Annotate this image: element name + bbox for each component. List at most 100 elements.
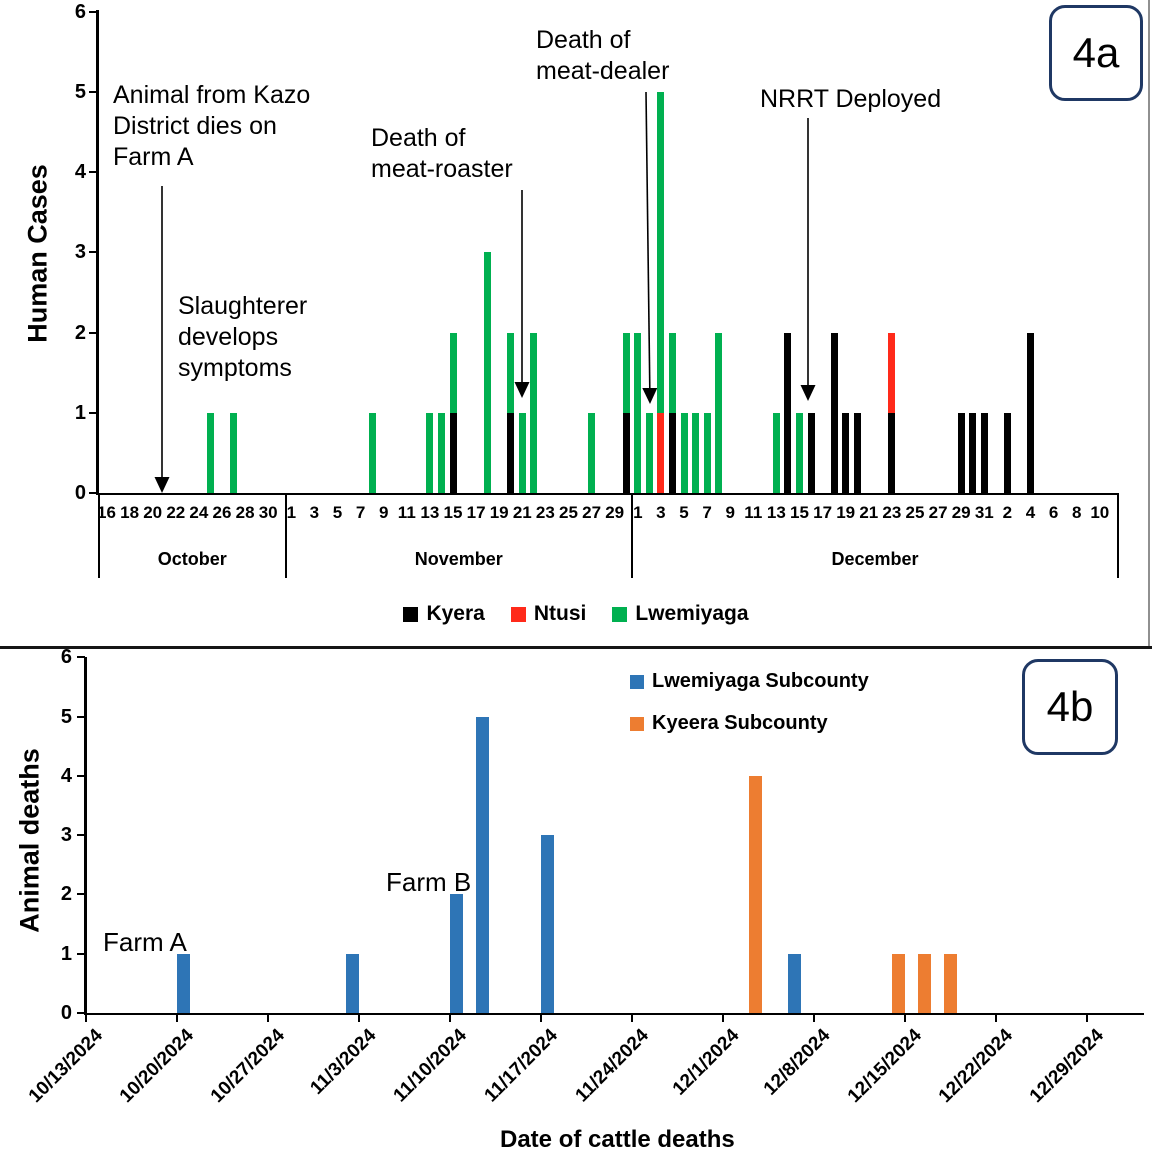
y-tick-mark <box>77 1012 85 1014</box>
x-axis-title-b: Date of cattle deaths <box>500 1126 735 1152</box>
bar-segment-kyera <box>969 412 977 493</box>
legend-label: Lwemiyaga Subcounty <box>652 670 869 692</box>
bar-segment-lwemiyaga <box>622 332 630 413</box>
bar-segment-kyera <box>888 412 896 493</box>
y-tick-mark <box>77 893 85 896</box>
panel-label-4b: 4b <box>1022 659 1118 755</box>
x-tick-label: 8 <box>1071 503 1082 522</box>
y-tick-mark <box>89 492 97 494</box>
bar-segment-lwemiyaga <box>657 92 665 413</box>
bar-segment-kyera <box>622 412 630 493</box>
y-tick-label: 3 <box>74 241 86 264</box>
x-tick-label: 20 <box>143 503 163 522</box>
y-tick-mark <box>89 331 97 334</box>
x-tick-label: 13 <box>420 503 440 522</box>
x-tick-mark <box>904 1013 906 1022</box>
legend-item-kyeera: Kyeera Subcounty <box>630 712 828 735</box>
x-tick-label: 13 <box>766 503 786 522</box>
bar-lwemiyaga-subcounty <box>177 953 190 1013</box>
x-tick-label: 12/1/2024 <box>669 1025 744 1100</box>
x-tick-label: 18 <box>120 503 140 522</box>
bar-lwemiyaga-subcounty <box>476 716 489 1013</box>
bar-segment-lwemiyaga <box>772 412 780 493</box>
y-tick-label: 2 <box>74 321 86 344</box>
month-separator <box>631 494 634 578</box>
legend-label: Kyeera Subcounty <box>652 712 828 734</box>
x-tick-label: 10/13/2024 <box>24 1025 107 1108</box>
x-axis-line <box>96 493 1119 495</box>
x-tick-label: 9 <box>378 503 389 522</box>
bar-segment-lwemiyaga <box>449 332 457 413</box>
legend-label: Lwemiyaga <box>635 602 749 625</box>
x-tick-label: 19 <box>489 503 509 522</box>
bar-segment-lwemiyaga <box>634 332 642 493</box>
x-tick-label: 31 <box>974 503 994 522</box>
arrowhead <box>800 385 816 401</box>
bar-kyeera-subcounty <box>944 953 957 1013</box>
bar-segment-lwemiyaga <box>588 412 596 493</box>
panel-right-edge <box>1148 0 1150 646</box>
y-tick-label: 5 <box>74 81 86 104</box>
bar-segment-lwemiyaga <box>645 412 653 493</box>
bar-segment-kyera <box>449 412 457 493</box>
x-tick-mark <box>813 1013 815 1022</box>
x-tick-label: 28 <box>235 503 255 522</box>
x-tick-label: 27 <box>582 503 602 522</box>
bar-segment-lwemiyaga <box>368 412 376 493</box>
legend-label: Kyera <box>426 602 485 625</box>
y-tick-mark <box>89 411 97 414</box>
y-tick-label: 0 <box>74 482 86 504</box>
x-tick-label: 22 <box>166 503 186 522</box>
x-tick-label: 1 <box>286 503 297 522</box>
arrow-shaft <box>645 91 651 389</box>
bar-segment-ntusi <box>888 332 896 413</box>
bar-kyeera-subcounty <box>892 953 905 1013</box>
month-separator <box>284 494 287 578</box>
x-tick-label: 9 <box>725 503 735 522</box>
annotation-slaughterer: Slaughterer develops symptoms <box>178 292 308 382</box>
y-tick-label: 4 <box>74 161 86 184</box>
bar-segment-kyera <box>830 332 838 493</box>
legend-entry: Lwemiyaga Subcounty <box>630 670 869 693</box>
y-axis-line-b <box>84 657 87 1015</box>
y-tick-mark <box>89 10 97 13</box>
y-tick-mark <box>77 952 85 955</box>
x-tick-label: 2 <box>1002 503 1013 522</box>
legend-item-lwemiyaga: Lwemiyaga Subcounty <box>630 670 869 693</box>
bar-segment-lwemiyaga <box>437 412 445 493</box>
bar-segment-kyera <box>842 412 850 493</box>
x-tick-mark <box>85 1013 87 1022</box>
y-axis-title-animal-deaths: Animal deaths <box>14 748 45 933</box>
x-tick-mark <box>631 1013 633 1022</box>
legend-item-ntusi: Ntusi <box>510 602 586 626</box>
x-tick-label: 15 <box>443 503 463 522</box>
y-tick-label: 5 <box>60 705 72 728</box>
month-separator <box>98 494 100 578</box>
x-tick-label: 11 <box>744 503 763 522</box>
x-tick-label: 6 <box>1048 503 1059 522</box>
bar-segment-kyera <box>784 332 792 493</box>
x-tick-label: 11 <box>397 503 416 522</box>
bar-segment-lwemiyaga <box>518 412 526 493</box>
bar-segment-kyera <box>807 412 815 493</box>
bar-segment-kyera <box>668 412 676 493</box>
bar-kyeera-subcounty <box>918 953 931 1013</box>
legend-entry: Kyeera Subcounty <box>630 712 828 735</box>
bar-segment-lwemiyaga <box>530 332 538 493</box>
bar-segment-lwemiyaga <box>715 332 723 493</box>
x-tick-label: 27 <box>928 503 948 522</box>
bar-lwemiyaga-subcounty <box>346 953 359 1013</box>
x-tick-label: 11/10/2024 <box>389 1025 471 1107</box>
bar-lwemiyaga-subcounty <box>788 953 801 1013</box>
x-tick-label: 12/15/2024 <box>843 1025 926 1108</box>
x-tick-label: 30 <box>258 503 278 522</box>
bar-segment-lwemiyaga <box>668 332 676 413</box>
x-tick-label: 25 <box>905 503 925 522</box>
x-tick-label: 3 <box>309 503 320 522</box>
x-tick-label: 10 <box>1090 503 1110 522</box>
bar-segment-lwemiyaga <box>680 412 688 493</box>
x-tick-label: 12/22/2024 <box>934 1025 1017 1108</box>
bar-lwemiyaga-subcounty <box>450 894 463 1013</box>
x-tick-label: 17 <box>466 503 486 522</box>
y-tick-label: 1 <box>60 942 72 965</box>
